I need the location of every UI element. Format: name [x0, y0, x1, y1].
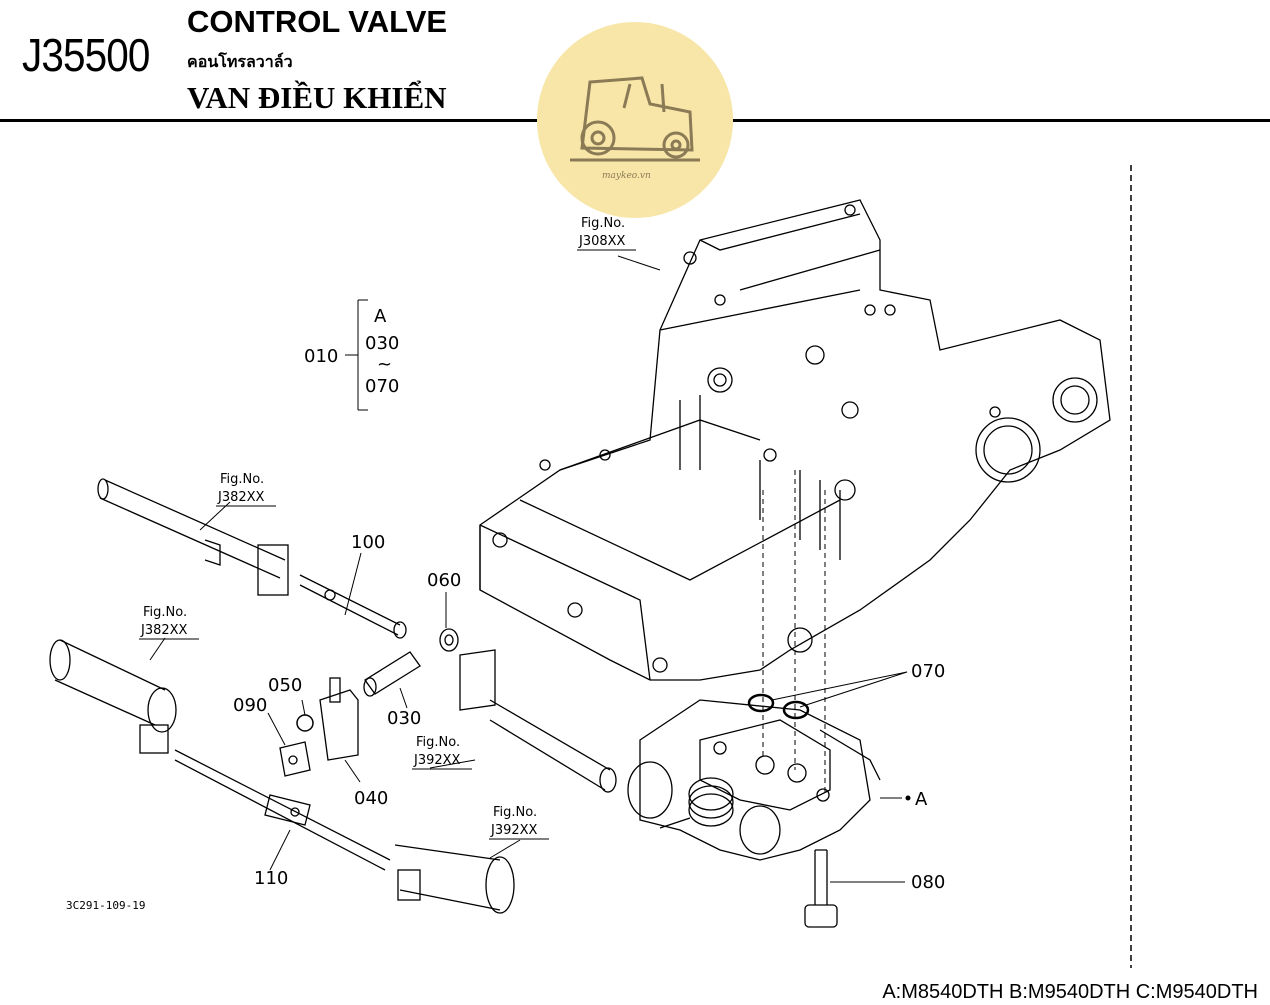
- fig-ref: Fig.No. J392XX: [489, 805, 549, 840]
- part-030: 030: [387, 708, 421, 729]
- lower-left-cylinder: [49, 639, 177, 754]
- lift-housing: [479, 199, 1111, 681]
- fig-ref: Fig.No. J392XX: [412, 735, 472, 770]
- part-070: 070: [911, 661, 945, 682]
- fig-ref: Fig.No. J382XX: [216, 472, 276, 507]
- svg-text:J392XX: J392XX: [413, 753, 461, 768]
- bracket-040: [319, 677, 359, 761]
- marker-a-dot: [905, 795, 911, 801]
- svg-text:Fig.No.: Fig.No.: [143, 605, 187, 620]
- control-valve-body: [627, 699, 881, 861]
- link-rod-100: [299, 574, 407, 639]
- fig-ref: Fig.No. J382XX: [139, 605, 199, 640]
- part-100: 100: [351, 532, 385, 553]
- watermark-disc: [537, 22, 733, 218]
- part-050: 050: [268, 675, 302, 696]
- marker-a: A: [915, 789, 928, 810]
- fig-ref: Fig.No. J308XX: [577, 216, 636, 251]
- svg-text:010: 010: [304, 346, 338, 367]
- pin-030: [363, 651, 421, 697]
- svg-text:Fig.No.: Fig.No.: [416, 735, 460, 750]
- bolt-080: [804, 849, 838, 928]
- part-040: 040: [354, 788, 388, 809]
- catalog-code: J35500: [22, 29, 150, 81]
- svg-text:Fig.No.: Fig.No.: [493, 805, 537, 820]
- svg-text:Fig.No.: Fig.No.: [220, 472, 264, 487]
- drawing-code: 3C291-109-19: [66, 899, 146, 912]
- svg-text:J382XX: J382XX: [140, 623, 188, 638]
- title-english: CONTROL VALVE: [187, 4, 448, 39]
- collar-060: [439, 628, 459, 652]
- part-080: 080: [911, 872, 945, 893]
- svg-text:A: A: [374, 306, 387, 327]
- part-group-010: 010 A 030 ~ 070: [304, 306, 399, 397]
- leader-lines: [149, 255, 908, 883]
- clip-050: [296, 714, 314, 732]
- svg-text:030: 030: [365, 333, 399, 354]
- watermark-text: maykeo.vn: [602, 171, 651, 181]
- o-rings: [747, 693, 810, 720]
- part-060: 060: [427, 570, 461, 591]
- part-labels: 100 060 050 090 030 040 110 070 080 A: [233, 532, 945, 893]
- svg-text:J382XX: J382XX: [217, 490, 265, 505]
- svg-text:J392XX: J392XX: [490, 823, 538, 838]
- block-090: [279, 741, 311, 777]
- lower-right-cylinder: [394, 844, 515, 914]
- svg-text:Fig.No.: Fig.No.: [581, 216, 625, 231]
- svg-text:070: 070: [365, 376, 399, 397]
- upper-lift-rod: [97, 478, 289, 596]
- svg-text:~: ~: [377, 354, 392, 375]
- part-090: 090: [233, 695, 267, 716]
- svg-text:J308XX: J308XX: [578, 234, 626, 249]
- rod-110: [174, 749, 391, 871]
- models-footer: A:M8540DTH B:M9540DTH C:M9540DTH: [882, 981, 1258, 1003]
- part-110: 110: [254, 868, 288, 889]
- lower-rod-j392: [459, 649, 617, 793]
- tractor-icon: [570, 76, 700, 162]
- title-thai: คอนโทรลวาล์ว: [187, 52, 293, 71]
- watermark: maykeo.vn: [537, 22, 733, 218]
- title-vietnamese: VAN ĐIỀU KHIỂN: [187, 80, 447, 115]
